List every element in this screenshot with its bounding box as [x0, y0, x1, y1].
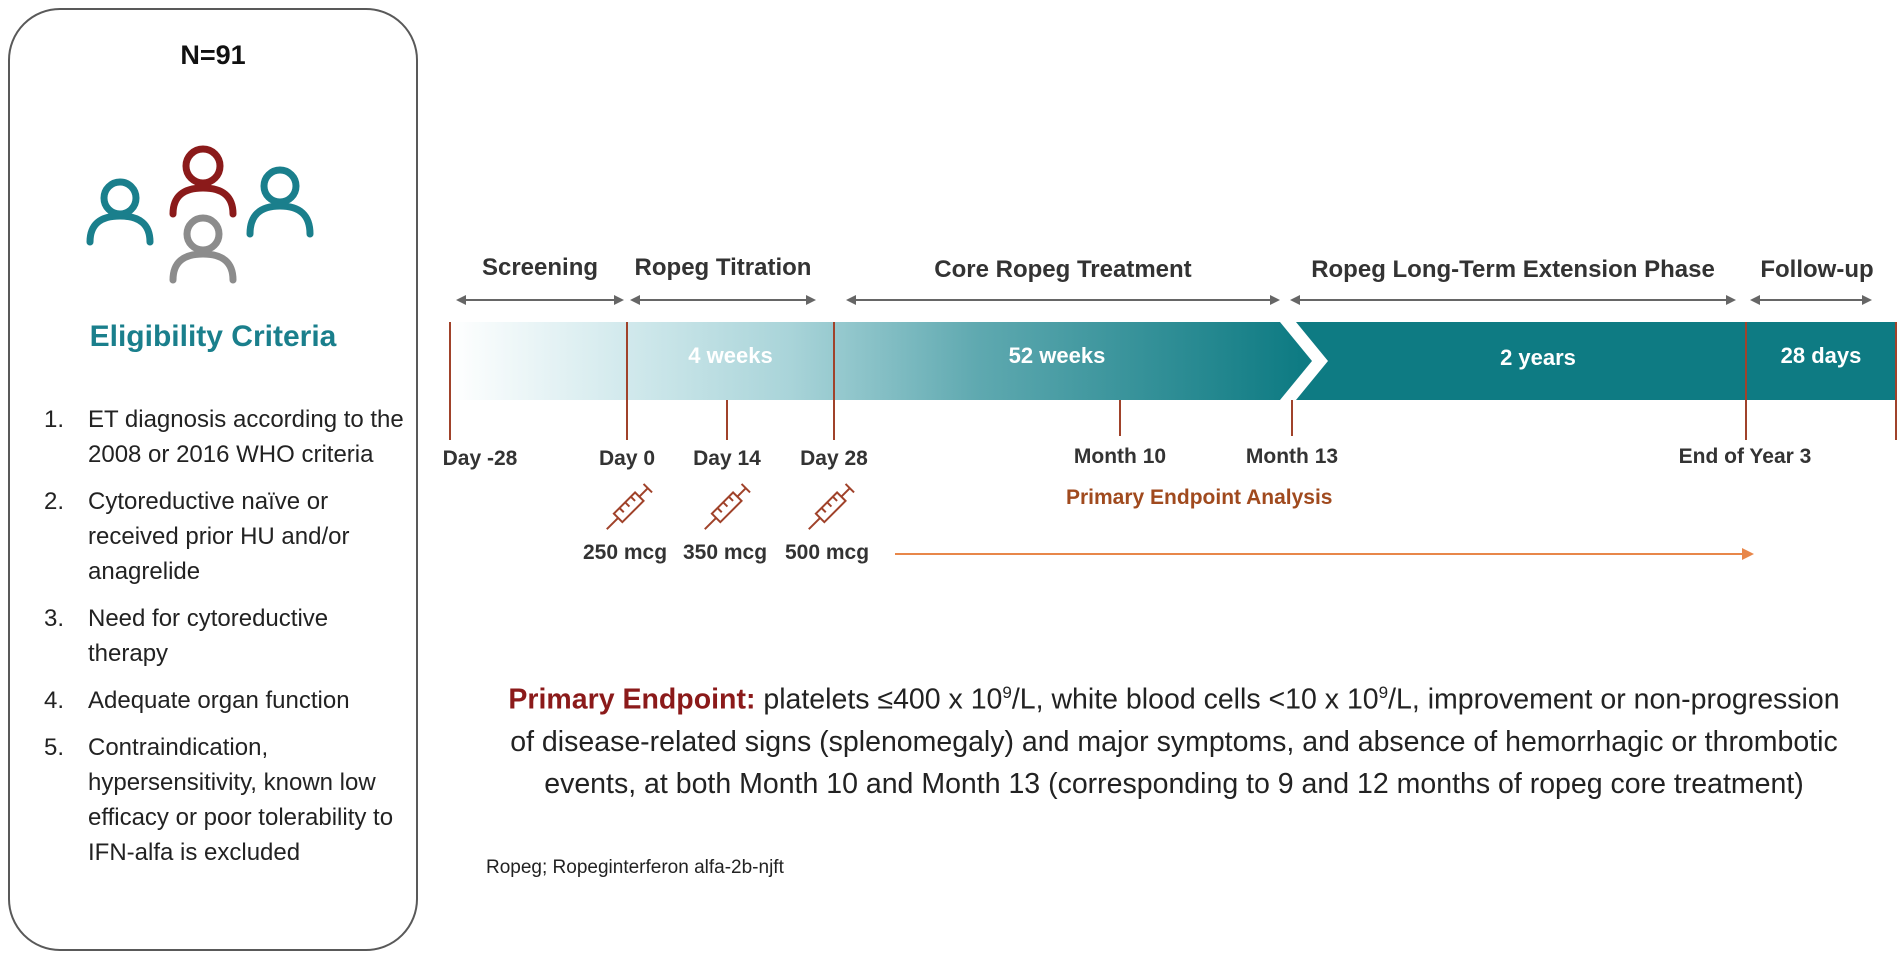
criteria-item: 1.ET diagnosis according to the 2008 or …: [44, 406, 404, 468]
phase-label-core: Core Ropeg Treatment: [934, 256, 1192, 283]
tick-label-day-minus28: Day -28: [442, 447, 518, 470]
tick-label-month-13: Month 13: [1245, 445, 1339, 468]
syringe-icon: [606, 483, 653, 530]
endpoint-line-1: Primary Endpoint: platelets ≤400 x 109/L…: [508, 683, 1840, 716]
duration-core: 52 weeks: [1008, 343, 1106, 368]
sample-size-label: N=91: [180, 40, 246, 70]
criteria-item: 4.Adequate organ function: [44, 687, 350, 714]
abbreviation-footnote: Ropeg; Ropeginterferon alfa-2b-njft: [486, 857, 784, 878]
duration-extension: 2 years: [1500, 345, 1576, 370]
endpoint-title: Primary Endpoint:: [508, 683, 756, 716]
criteria-item: 5.Contraindication, hypersensitivity, kn…: [44, 734, 394, 866]
phase-label-followup: Follow-up: [1760, 256, 1874, 283]
syringe-icon: [704, 483, 751, 530]
dose-label-350: 350 mcg: [682, 541, 768, 564]
criteria-item: 3.Need for cytoreductive therapy: [44, 605, 329, 667]
tick-label-month-10: Month 10: [1073, 445, 1167, 468]
tick-label-end-year-3: End of Year 3: [1678, 445, 1812, 468]
primary-endpoint-analysis-label: Primary Endpoint Analysis: [1066, 486, 1333, 509]
tick-label-day-14: Day 14: [693, 447, 761, 470]
criteria-list: 1.ET diagnosis according to the 2008 or …: [44, 402, 412, 882]
phase-label-titration: Ropeg Titration: [634, 254, 812, 281]
duration-titration: 4 weeks: [688, 343, 773, 368]
primary-endpoint-text: Primary Endpoint: platelets ≤400 x 109/L…: [448, 672, 1900, 805]
people-group-icon: [86, 142, 326, 297]
dose-label-500: 500 mcg: [784, 541, 870, 564]
duration-followup: 28 days: [1780, 343, 1862, 368]
phase-label-screening: Screening: [481, 254, 599, 281]
syringe-icon: [808, 483, 855, 530]
endpoint-line-2: of disease-related signs (splenomegaly) …: [510, 725, 1838, 758]
eligibility-panel: N=91 Eligibility Criteri: [8, 8, 418, 951]
phase-label-extension: Ropeg Long-Term Extension Phase: [1311, 256, 1715, 283]
eligibility-title: Eligibility Criteria: [89, 320, 337, 353]
criteria-item: 2.Cytoreductive naïve or received prior …: [44, 488, 350, 585]
tick-label-day-28: Day 28: [800, 447, 868, 470]
treatment-bar-core: [450, 322, 1312, 400]
tick-label-day-0: Day 0: [598, 447, 656, 470]
dose-label-250: 250 mcg: [582, 541, 668, 564]
endpoint-line-3: events, at both Month 10 and Month 13 (c…: [544, 767, 1804, 800]
